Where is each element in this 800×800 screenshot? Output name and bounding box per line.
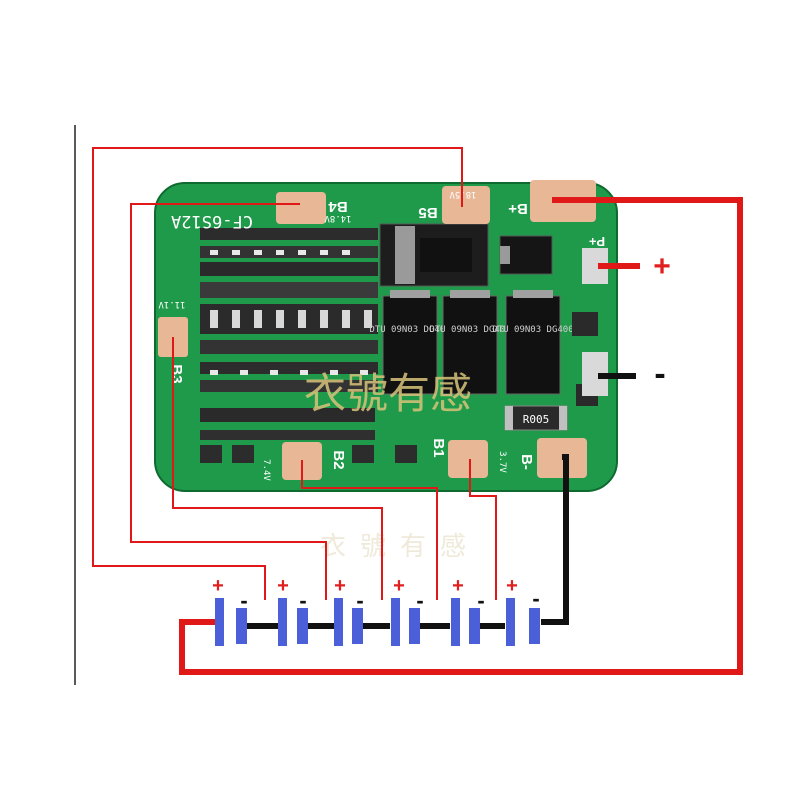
cell-5-plus: + [452, 575, 464, 597]
cell-1-minus: - [240, 588, 247, 613]
battery-cells: + - + - + - + - + - [212, 575, 540, 646]
mosfet-3-label: DTU 09N03 DG400 [492, 325, 573, 335]
voltage-b3-label: 11.1V [158, 299, 186, 309]
wire-b2 [301, 460, 438, 600]
pad-b5 [442, 186, 490, 224]
cell-6-plus: + [506, 575, 518, 597]
shunt-resistor [504, 405, 568, 431]
diode-lead [500, 246, 510, 264]
shunt-lead-left [505, 406, 513, 430]
voltage-b1-label: 3.7V [497, 451, 507, 473]
cell-5: + - [451, 575, 485, 646]
cell-6: + - [506, 575, 540, 646]
cell-3-plus: + [334, 575, 346, 597]
label-p-plus: P+ [588, 234, 605, 249]
cell-3: + - [334, 575, 364, 646]
mosfet-2-label: DTU 09N03 DG400 [429, 325, 510, 335]
wire-b3 [172, 337, 383, 600]
watermark-main: 衣號有感 [304, 369, 472, 418]
cell-6-minus: - [532, 586, 539, 611]
label-b1: B1 [430, 438, 447, 457]
red-wires [92, 147, 743, 675]
label-b2: B2 [330, 450, 347, 469]
cell-2-minus: - [299, 588, 306, 613]
cell-2: + - [277, 575, 308, 646]
cell-1-plus: + [212, 575, 224, 597]
label-b-minus: B- [518, 454, 535, 470]
voltage-b2-label: 7.4V [261, 459, 271, 481]
smd-component-array [200, 228, 417, 463]
wire-b-plus [179, 197, 743, 675]
cell-1: + - [212, 575, 248, 646]
cell-4: + - [391, 575, 424, 646]
mosfet-1-label: DTU 09N03 DG400 [369, 325, 450, 335]
mosfet-3: DTU 09N03 DG400 [492, 290, 574, 395]
cell-3-minus: - [356, 588, 363, 613]
wire-b1 [469, 459, 497, 600]
mosfet-1: DTU 09N03 DG400 [369, 290, 451, 395]
cell-2-plus: + [277, 575, 289, 597]
board-model-label: CF-6S12A [171, 211, 253, 231]
regulator-chip [379, 223, 489, 287]
cell-4-plus: + [393, 575, 405, 597]
label-b3: B3 [168, 364, 185, 383]
label-b-plus: B+ [508, 200, 528, 217]
cell-4-minus: - [416, 588, 423, 613]
wire-b-minus [541, 454, 569, 625]
pad-b1 [448, 440, 488, 478]
wire-b5 [92, 147, 463, 600]
side-cap [572, 312, 598, 336]
shunt-resistor-label: R005 [523, 413, 550, 426]
shunt-lead-right [559, 406, 567, 430]
voltage-b4-label: 14.8V [324, 213, 352, 223]
cell-5-minus: - [477, 588, 484, 613]
label-b5: B5 [418, 204, 437, 221]
label-b4: B4 [328, 198, 348, 215]
wire-b4 [130, 203, 327, 600]
mosfet-2: DTU 09N03 DG400 [429, 290, 511, 395]
output-plus-sign: + [653, 250, 671, 283]
watermark-faint: 衣號有感 [320, 532, 480, 562]
pad-b4 [276, 192, 326, 224]
pcb-board: DTU 09N03 DG400 DTU 09N03 DG400 DTU 09N0… [154, 180, 618, 492]
output-minus-sign: - [654, 355, 665, 393]
